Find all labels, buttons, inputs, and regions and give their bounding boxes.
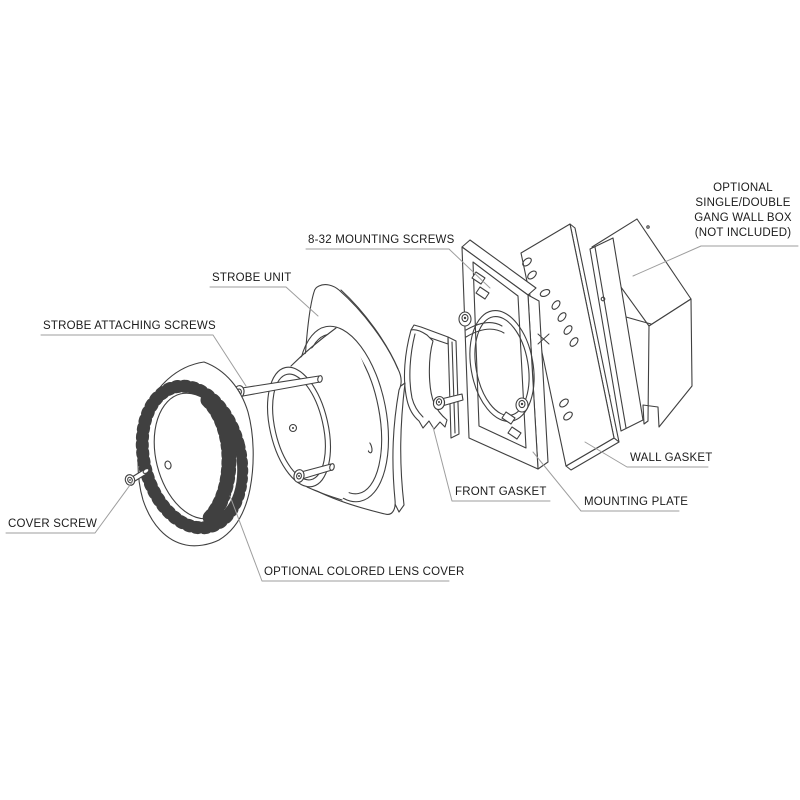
mounting-screw-seated-1 [459,312,471,326]
label-wall-box: OPTIONAL SINGLE/DOUBLE GANG WALL BOX (NO… [686,181,800,241]
leader-mounting-screws [306,249,490,288]
attaching-screw-2 [293,463,335,483]
leader-strobe-attaching-screws [41,335,246,386]
leader-mounting-plate [533,452,679,511]
mounting-screw-seated-2 [516,398,528,412]
leader-wall-box [633,246,798,276]
x-marker [538,334,549,344]
wall-gasket-part [521,224,619,470]
label-wall-box-line4: (NOT INCLUDED) [694,227,792,239]
label-wall-box-line3: GANG WALL BOX [694,212,792,224]
lens-cover-part [128,362,256,546]
label-cover-screw: COVER SCREW [8,518,98,530]
mounting-plate-part [459,240,549,469]
cover-screw-part [124,468,150,487]
label-wall-box-line1: OPTIONAL [713,182,773,194]
label-wall-gasket: WALL GASKET [630,452,713,464]
strobe-unit-part [257,285,405,515]
leader-strobe-unit [210,287,318,316]
leader-lines [6,246,798,581]
lens-fin-chain [208,400,229,520]
label-mounting-plate: MOUNTING PLATE [584,496,689,508]
label-strobe-unit: STROBE UNIT [212,272,292,284]
leader-lens-cover [230,496,449,581]
leader-wall-gasket [585,442,708,467]
label-front-gasket: FRONT GASKET [455,486,547,498]
gasket-screw [432,394,463,411]
label-lens-cover: OPTIONAL COLORED LENS COVER [264,566,465,578]
label-wall-box-line2: SINGLE/DOUBLE [695,197,791,209]
label-mounting-screws: 8-32 MOUNTING SCREWS [308,234,455,246]
label-strobe-attaching-screws: STROBE ATTACHING SCREWS [43,320,216,332]
front-gasket-part [404,325,463,438]
leader-front-gasket [433,427,550,501]
leader-cover-screw [6,481,133,533]
